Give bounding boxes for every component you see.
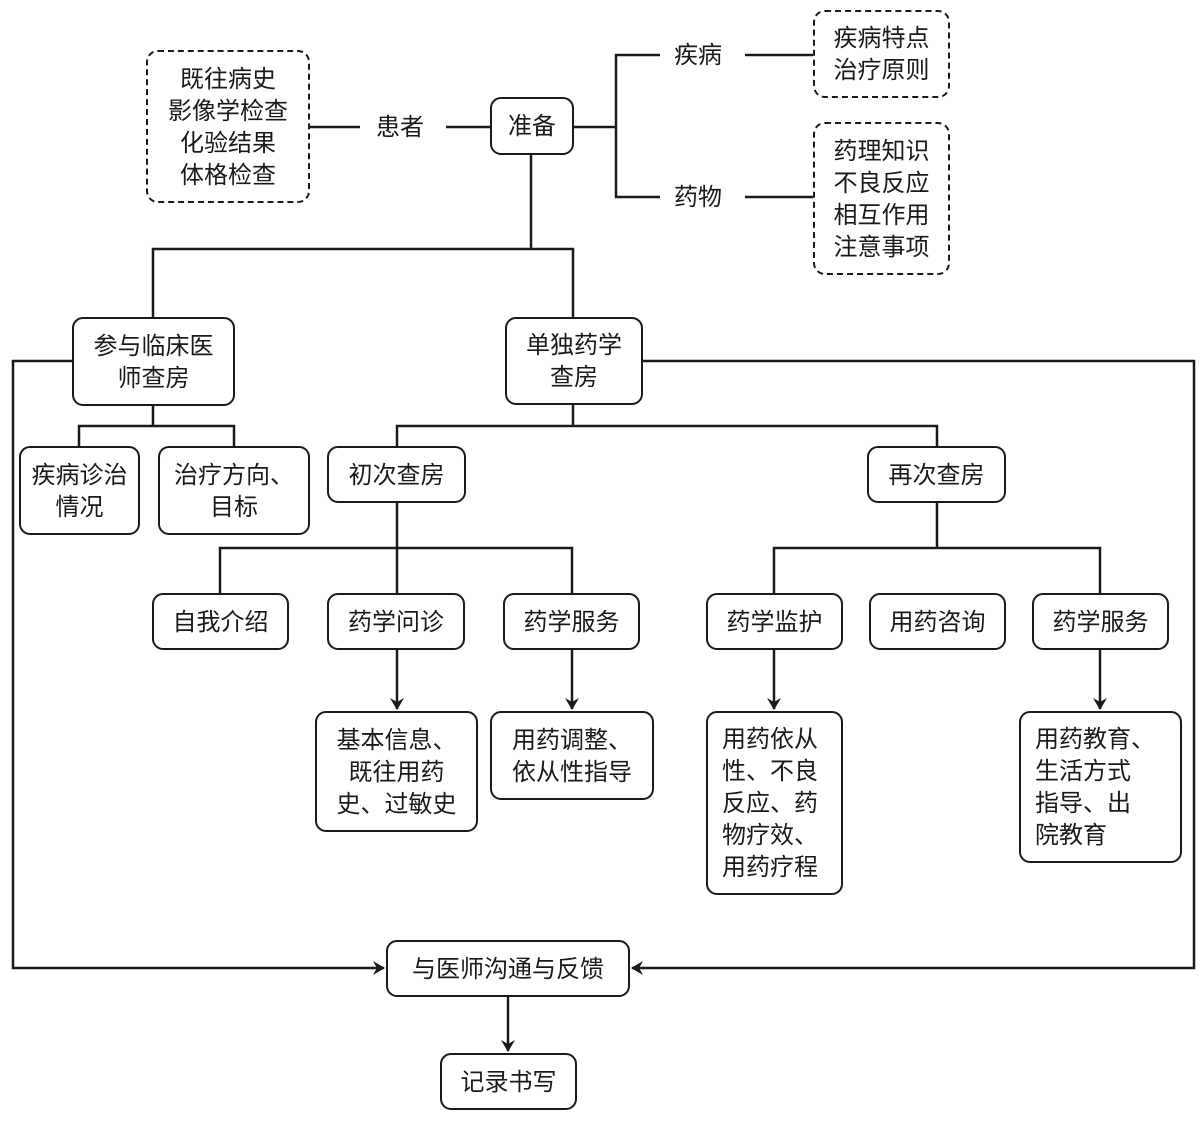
drug-label: 药物 (674, 183, 722, 211)
record-writing-node: 记录书写 (440, 1053, 577, 1110)
first-rounds-node: 初次查房 (327, 446, 466, 503)
consultation-detail-box: 基本信息、 既往用药 史、过敏史 (315, 711, 478, 832)
clinical-rounds-node: 参与临床医 师查房 (72, 317, 235, 406)
line-pharmacy-children (395, 424, 939, 446)
patient-info-box: 既往病史 影像学检查 化验结果 体格检查 (146, 50, 310, 203)
arrow-pharmacy-feedback (631, 359, 1196, 975)
self-introduction-node: 自我介绍 (152, 593, 289, 650)
pharmacy-rounds-node: 单独药学 查房 (505, 317, 643, 405)
medication-consulting-node: 用药咨询 (869, 593, 1006, 650)
physician-feedback-node: 与医师沟通与反馈 (386, 940, 630, 997)
repeat-service-detail-box: 用药教育、 生活方式 指导、出 院教育 (1019, 711, 1182, 863)
line-repeat-children (772, 546, 1102, 593)
treatment-goal-node: 治疗方向、 目标 (158, 446, 310, 535)
patient-label: 患者 (376, 113, 424, 141)
line-split-rounds (151, 247, 575, 317)
diagnosis-status-node: 疾病诊治 情况 (19, 446, 140, 535)
monitoring-detail-box: 用药依从 性、不良 反应、药 物疗效、 用药疗程 (706, 711, 843, 895)
disease-info-box: 疾病特点 治疗原则 (813, 10, 950, 98)
arrow-clinical-feedback (11, 359, 385, 975)
repeat-rounds-node: 再次查房 (867, 446, 1006, 503)
repeat-pharmacy-service-node: 药学服务 (1032, 593, 1169, 650)
line-branch-bracket (614, 53, 660, 199)
preparation-node: 准备 (490, 97, 574, 155)
disease-label: 疾病 (674, 41, 722, 69)
pharmacy-consultation-node: 药学问诊 (327, 593, 465, 650)
line-clinical-children (77, 424, 236, 446)
first-service-detail-box: 用药调整、 依从性指导 (490, 711, 654, 800)
pharmaceutical-monitoring-node: 药学监护 (706, 593, 843, 650)
drug-info-box: 药理知识 不良反应 相互作用 注意事项 (813, 122, 950, 275)
first-pharmacy-service-node: 药学服务 (503, 593, 640, 650)
